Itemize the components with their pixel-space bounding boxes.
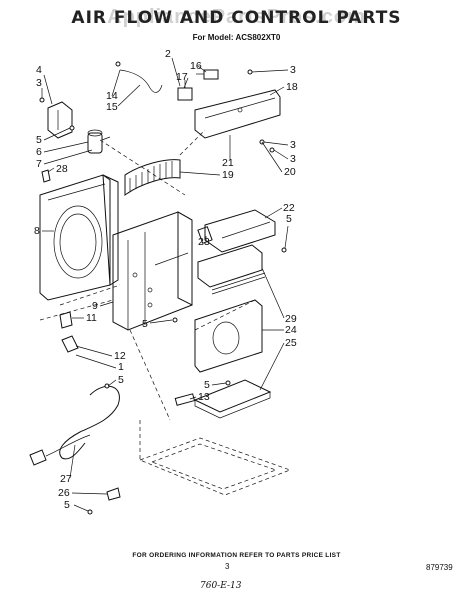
- callout-leaders: [41, 57, 289, 512]
- callout-3: 3: [290, 64, 296, 76]
- callout-5: 5: [36, 134, 42, 146]
- callout-5: 5: [142, 318, 148, 330]
- power-cord: [59, 385, 120, 460]
- capacitor: [87, 129, 111, 154]
- leader-lines: [39, 129, 256, 460]
- callout-23: 23: [198, 236, 210, 248]
- capillary-tube: [119, 69, 163, 93]
- mount-bracket: [47, 101, 73, 139]
- callouts: 2 16 17 3 18 4 3 14 15 5 6 7 28 3 3 21 2…: [34, 48, 298, 511]
- callout-28: 28: [56, 163, 68, 175]
- callout-29: 29: [285, 313, 297, 325]
- callout-2: 2: [165, 48, 171, 60]
- callout-11: 11: [86, 312, 97, 324]
- callout-25: 25: [285, 337, 297, 349]
- small-bracket: [59, 311, 73, 329]
- callout-8: 8: [34, 225, 40, 237]
- callout-1: 1: [118, 361, 124, 373]
- thermostat: [196, 69, 219, 80]
- power-plug: [29, 449, 47, 466]
- callout-3: 3: [290, 153, 296, 165]
- callout-6: 6: [36, 146, 42, 158]
- page-number: 3: [225, 562, 230, 571]
- callout-5: 5: [204, 379, 210, 391]
- callout-9: 9: [92, 300, 98, 312]
- callout-20: 20: [284, 166, 296, 178]
- page-title: AIR FLOW AND CONTROL PARTS: [71, 8, 402, 28]
- callout-3: 3: [290, 139, 296, 151]
- callout-15: 15: [106, 101, 118, 113]
- watermark: AppliancePartsPros.com: [107, 6, 366, 28]
- clip-part: [61, 335, 79, 353]
- callout-13: 13: [198, 391, 210, 403]
- air-grille: [124, 159, 181, 196]
- callout-24: 24: [285, 324, 297, 336]
- bracket-part: [41, 169, 51, 183]
- callout-18: 18: [286, 81, 298, 93]
- strain-relief: [106, 487, 121, 501]
- ordering-note: FOR ORDERING INFORMATION REFER TO PARTS …: [132, 552, 341, 559]
- base-outline: [139, 437, 292, 496]
- callout-4: 4: [36, 64, 42, 76]
- callout-22: 22: [283, 202, 295, 214]
- handwritten-note: 760-E-13: [200, 581, 242, 591]
- callout-12: 12: [114, 350, 126, 362]
- callout-16: 16: [190, 60, 202, 72]
- figure-number: 879739: [426, 563, 453, 572]
- callout-5: 5: [64, 499, 70, 511]
- callout-19: 19: [222, 169, 234, 181]
- control-bracket: [194, 89, 281, 139]
- channel-bracket: [197, 244, 266, 295]
- center-partition: [112, 211, 193, 331]
- callout-27: 27: [60, 473, 72, 485]
- callout-17: 17: [176, 71, 188, 83]
- blower-housing: [39, 174, 119, 301]
- upper-bracket: [204, 209, 276, 253]
- callout-5: 5: [286, 213, 292, 225]
- fan-shroud: [194, 299, 263, 373]
- callout-21: 21: [222, 157, 234, 169]
- screws: [39, 61, 287, 515]
- callout-5: 5: [118, 374, 124, 386]
- drain-tube: [174, 393, 196, 406]
- callout-3: 3: [36, 77, 42, 89]
- cord-lead: [45, 434, 91, 457]
- callout-7: 7: [36, 158, 42, 170]
- callout-26: 26: [58, 487, 70, 499]
- model-label: For Model: ACS802XT0: [192, 33, 281, 42]
- drain-tray: [193, 379, 272, 419]
- rod: [197, 226, 213, 244]
- rotary-switch: [177, 80, 193, 101]
- callout-14: 14: [106, 90, 118, 102]
